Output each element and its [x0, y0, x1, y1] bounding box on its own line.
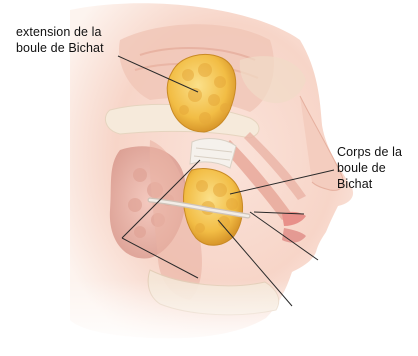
label-corps-boule-de-bichat: Corps de la boule de Bichat [337, 144, 402, 192]
label-extension-boule-de-bichat: extension de la boule de Bichat [16, 24, 104, 56]
